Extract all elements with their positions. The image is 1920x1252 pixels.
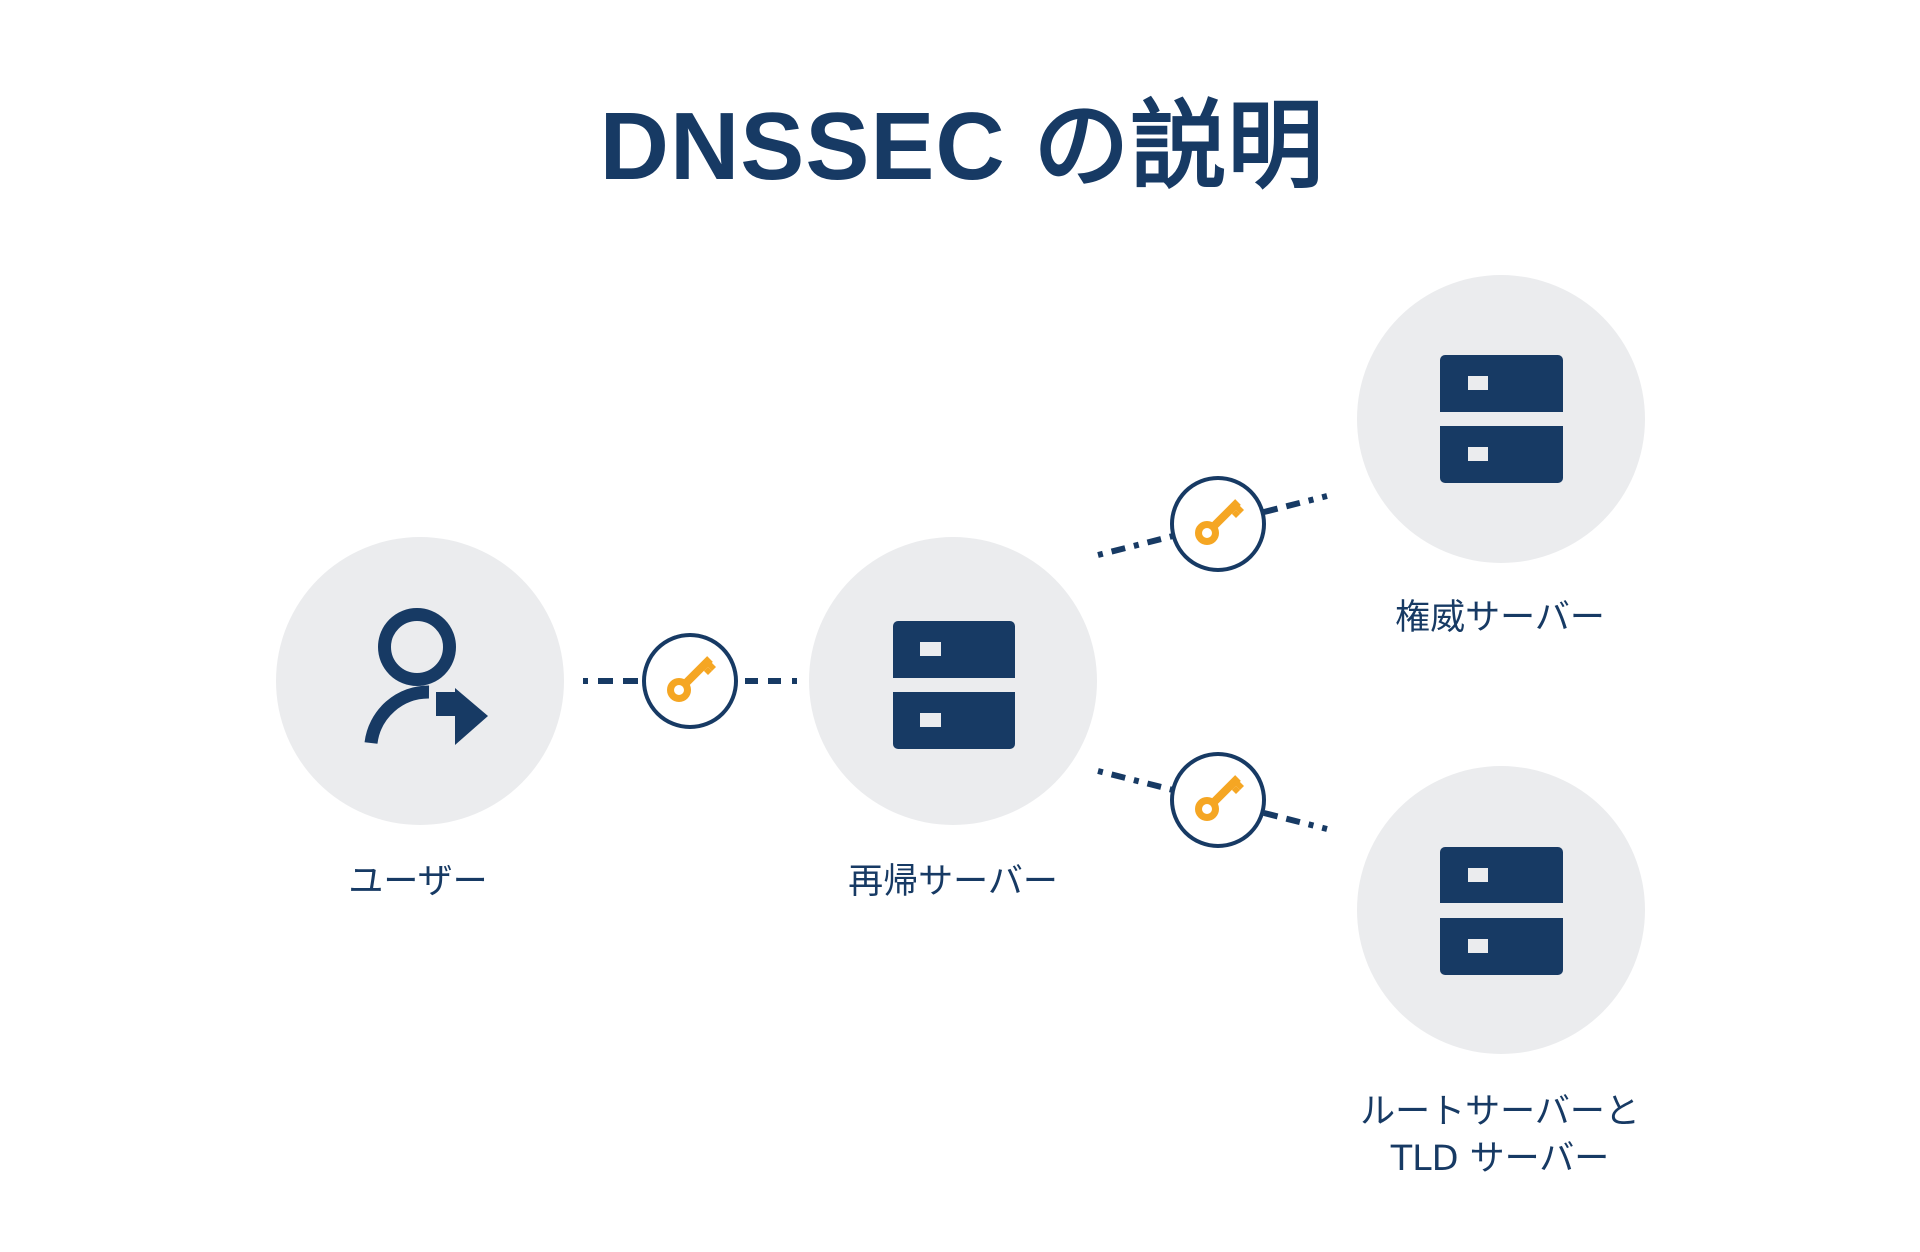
dashed-line bbox=[1097, 533, 1174, 558]
node-authoritative bbox=[1357, 275, 1645, 563]
node-label-authoritative: 権威サーバー bbox=[1395, 598, 1605, 638]
connection-recursive-root bbox=[1097, 768, 1328, 832]
node-label-root: ルートサーバーと TLD サーバー bbox=[1360, 1089, 1640, 1183]
node-circle bbox=[809, 537, 1097, 825]
node-label-recursive: 再帰サーバー bbox=[848, 862, 1058, 902]
node-root bbox=[1357, 766, 1645, 1054]
node-circle bbox=[1357, 766, 1645, 1054]
node-label-user: ユーザー bbox=[348, 862, 488, 902]
key-badge-recursive-root bbox=[1170, 752, 1266, 848]
server-icon bbox=[1440, 355, 1563, 483]
dashed-line bbox=[1263, 810, 1328, 832]
key-badge-user-recursive bbox=[642, 633, 738, 729]
diagram-title: DNSSEC の説明 bbox=[599, 93, 1325, 200]
dashed-line bbox=[1263, 493, 1328, 515]
node-circle bbox=[1357, 275, 1645, 563]
node-user bbox=[276, 537, 564, 825]
dashed-line bbox=[1097, 768, 1174, 793]
user-arrow-icon bbox=[364, 608, 488, 745]
node-label-root-line-1: ルートサーバーと bbox=[1360, 1092, 1640, 1132]
server-icon bbox=[893, 621, 1015, 749]
key-badge-recursive-authoritative bbox=[1170, 476, 1266, 572]
node-recursive bbox=[809, 537, 1097, 825]
node-label-root-line-2: TLD サーバー bbox=[1390, 1139, 1610, 1179]
connection-recursive-authoritative bbox=[1097, 493, 1328, 558]
server-icon bbox=[1440, 847, 1563, 975]
